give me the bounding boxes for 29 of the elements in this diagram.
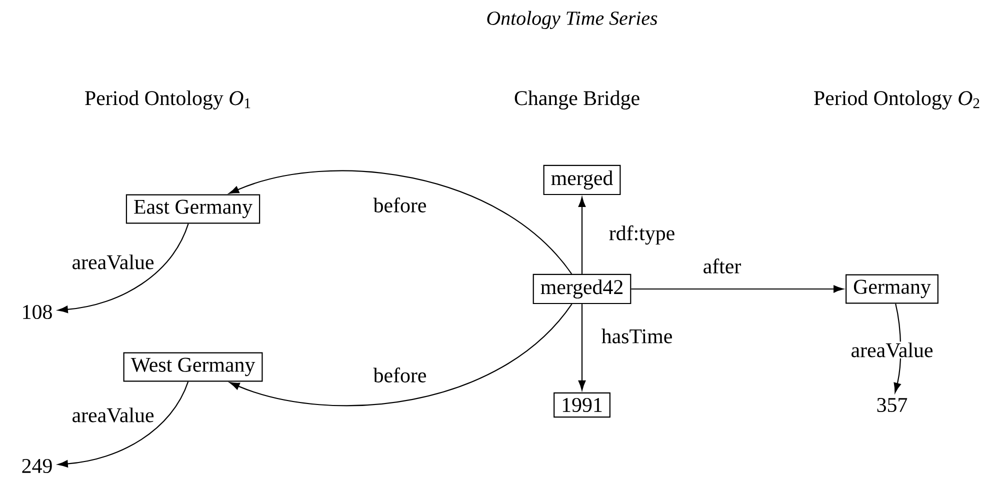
arrow <box>578 304 586 390</box>
arrow <box>228 170 572 274</box>
column-heading: Period Ontology O$_{2}$ <box>814 90 980 110</box>
arrow <box>58 382 189 468</box>
arrow <box>230 304 572 406</box>
entity-box: East Germany <box>126 194 260 224</box>
edge-label: hasTime <box>600 328 674 344</box>
edge-label: before <box>372 196 428 214</box>
entity-box: merged <box>543 164 621 196</box>
arrow <box>578 197 586 274</box>
entity-box: 1991 <box>554 392 610 418</box>
edge-label: before <box>372 366 428 384</box>
edge-label: areaValue <box>70 254 156 270</box>
arrow <box>894 304 902 393</box>
value-text: 249 <box>22 458 52 474</box>
edge-label: areaValue <box>70 406 156 424</box>
arrow <box>631 285 844 293</box>
entity-box: merged42 <box>532 274 632 304</box>
edge-label: after <box>702 258 742 274</box>
arrow <box>58 224 189 314</box>
value-text: 108 <box>23 304 52 320</box>
diagram-title: Ontology Time Series <box>487 10 658 30</box>
edge-label: areaValue <box>850 342 934 358</box>
entity-box: Germany <box>846 274 938 304</box>
edge-label: rdf:type <box>608 224 676 246</box>
value-text: 357 <box>877 398 908 412</box>
entity-box: West Germany <box>123 352 263 382</box>
column-heading: Period Ontology O$_{1}$ <box>85 90 250 110</box>
column-heading: Change Bridge <box>514 90 640 110</box>
